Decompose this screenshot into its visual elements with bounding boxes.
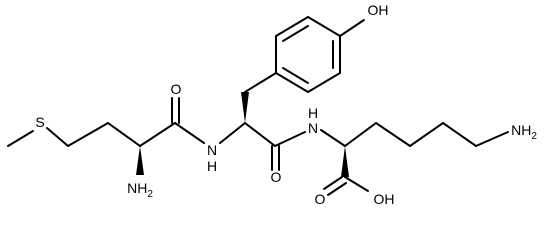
- atom-label-n-amide-1-h: H: [207, 158, 217, 174]
- bond-ch2-alpha1: [107, 122, 141, 147]
- atom-label-o-carbonyl-1: O: [171, 81, 182, 97]
- bond-alpha1-c1: [139, 122, 176, 147]
- bond-n2-alpha3: [320, 129, 346, 147]
- wedge-tyr-sidechain: [241, 92, 249, 123]
- ring-bond-2: [275, 16, 309, 37]
- atom-label-hydroxy: OH: [368, 2, 389, 18]
- bond-ring-oh: [339, 19, 365, 37]
- ring-bond-6: [275, 72, 309, 93]
- bond-s-ch2: [46, 127, 69, 147]
- wedge-lys-carboxyl: [341, 146, 349, 177]
- molecule-svg: S NH2 O N H O N H OH NH2 O OH: [7, 2, 537, 207]
- structure-diagram: S NH2 O N H O N H OH NH2 O OH: [7, 2, 537, 207]
- bond-lys-chain-5: [475, 131, 509, 147]
- bond-c2-n2: [274, 131, 306, 147]
- atom-label-lys-amine: NH2: [511, 122, 537, 142]
- bond-lys-chain-4: [442, 122, 477, 147]
- wedge-met-amino: [136, 146, 144, 175]
- atom-label-acid-o: O: [315, 191, 326, 207]
- bond-cooh-o-a: [323, 176, 343, 190]
- bond-n1-alpha2: [219, 122, 246, 144]
- bond-c1-n1: [174, 122, 205, 144]
- bond-ch2-ch2: [67, 122, 109, 147]
- atom-label-met-amino: NH2: [127, 180, 153, 200]
- bond-ch2-ring: [244, 72, 277, 93]
- bond-lys-chain-2: [375, 122, 411, 147]
- bond-cooh-oh: [344, 176, 369, 192]
- ring-inner-1: [282, 25, 309, 42]
- atom-label-o-carbonyl-2: O: [271, 169, 282, 185]
- atom-label-s: S: [35, 114, 44, 130]
- atom-label-n-amide-1: N: [207, 142, 217, 158]
- bond-methyl-s: [7, 130, 34, 147]
- atom-label-n-amide-2-h: H: [308, 105, 318, 121]
- ring-inner-3: [282, 67, 309, 84]
- atom-label-n-amide-2: N: [308, 120, 318, 136]
- bond-alpha2-c2: [244, 122, 276, 147]
- bond-lys-chain-3: [409, 122, 444, 147]
- bond-lys-chain-1: [344, 122, 377, 147]
- atom-label-acid-oh: OH: [374, 191, 395, 207]
- bond-cooh-o-b: [327, 182, 347, 196]
- ring-bond-5: [307, 72, 341, 93]
- ring-bond-3: [307, 16, 341, 37]
